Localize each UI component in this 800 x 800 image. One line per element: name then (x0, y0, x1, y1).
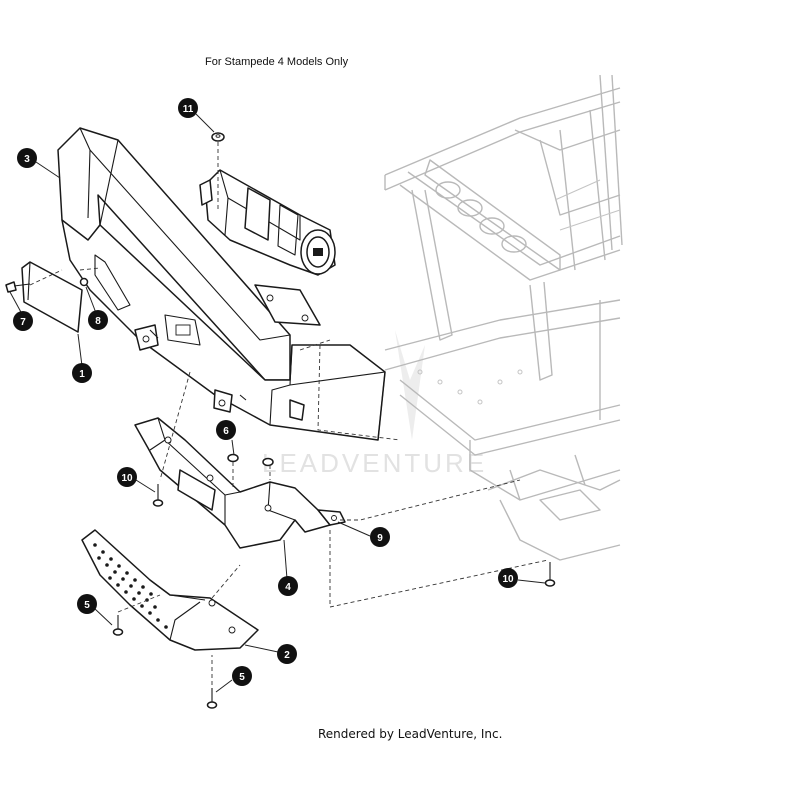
svg-text:6: 6 (223, 426, 229, 437)
callout-6: 6 (216, 420, 236, 440)
header-note: For Stampede 4 Models Only (205, 56, 349, 68)
callout-11: 11 (178, 98, 198, 118)
callout-2: 2 (277, 644, 297, 664)
svg-text:8: 8 (95, 316, 101, 327)
license-plate-bracket (21, 261, 83, 333)
callout-10-right: 10 (498, 568, 518, 588)
svg-text:9: 9 (377, 533, 383, 544)
vehicle-frame (384, 74, 623, 561)
callout-8: 8 (88, 310, 108, 330)
callout-10-left: 10 (117, 467, 137, 487)
svg-text:2: 2 (284, 650, 290, 661)
svg-text:5: 5 (239, 672, 245, 683)
callout-7: 7 (13, 311, 33, 331)
svg-text:5: 5 (84, 600, 90, 611)
svg-text:10: 10 (502, 574, 514, 585)
bolt-10-right (544, 562, 556, 587)
bolt-10-left (152, 484, 164, 507)
callout-1: 1 (72, 363, 92, 383)
bolt-5-upper (112, 615, 124, 636)
front-bumper (57, 127, 386, 441)
callout-5-upper: 5 (77, 594, 97, 614)
callout-5-lower: 5 (232, 666, 252, 686)
skid-plate-perforations (93, 543, 168, 629)
skid-plate (81, 529, 259, 651)
leader-lines (9, 113, 546, 693)
assembly-lines (29, 142, 549, 685)
watermark-text: LEADVENTURE (262, 448, 487, 478)
nut-8 (79, 277, 89, 287)
winch-assembly (199, 169, 336, 276)
svg-text:1: 1 (79, 369, 85, 380)
svg-text:3: 3 (24, 154, 30, 165)
svg-text:11: 11 (183, 104, 194, 115)
bolt-7 (5, 281, 31, 293)
svg-text:7: 7 (20, 317, 26, 328)
mount-bracket (134, 417, 346, 549)
leadventure-watermark: LEADVENTURE (262, 330, 487, 478)
bolt-5-lower (206, 688, 218, 709)
callout-9: 9 (370, 527, 390, 547)
callout-4: 4 (278, 576, 298, 596)
svg-text:10: 10 (121, 473, 133, 484)
footer-credit: Rendered by LeadVenture, Inc. (318, 727, 503, 741)
nut-6 (227, 453, 274, 467)
svg-text:4: 4 (285, 582, 291, 593)
nut-11 (211, 132, 225, 142)
callout-3: 3 (17, 148, 37, 168)
